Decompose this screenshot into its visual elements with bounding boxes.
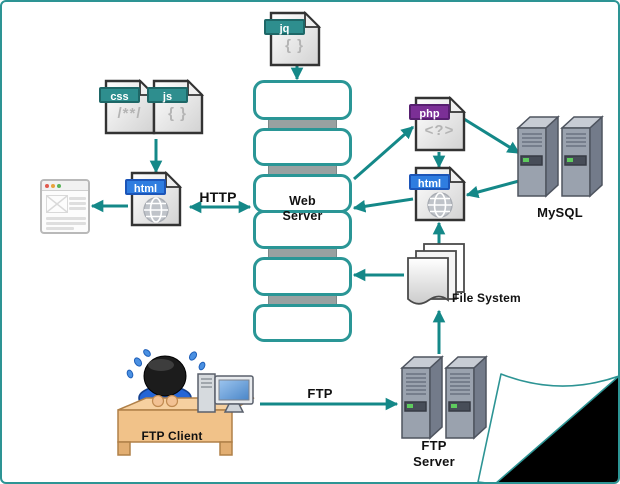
page-curl-fold	[477, 373, 618, 482]
php-file-icon: php <?>	[409, 95, 467, 153]
file-type-badge: html	[125, 179, 166, 195]
code-glyph: <?>	[424, 122, 455, 139]
image-placeholder-icon	[46, 195, 68, 213]
globe-icon	[427, 192, 453, 218]
ftp-client-label: FTP Client	[141, 429, 203, 443]
arrow-mysql-to-html	[465, 179, 520, 199]
web-server-slab	[253, 304, 352, 342]
file-type-badge: css	[99, 87, 140, 103]
web-server-slab	[253, 257, 352, 296]
ftp-server-label: FTP Server	[413, 438, 455, 469]
code-glyph: { }	[168, 105, 187, 122]
arrow-webserver-to-php	[353, 125, 414, 181]
ftp-server-icon	[400, 355, 488, 440]
file-type-badge: html	[409, 174, 450, 190]
text-line	[69, 197, 86, 200]
web-server-slab	[253, 210, 352, 249]
text-line	[46, 222, 86, 225]
file-system-label: File System	[452, 291, 521, 305]
close-dot-icon	[45, 183, 49, 188]
html-file-icon-right: html	[409, 165, 467, 223]
server-tower	[444, 355, 488, 440]
ftp-protocol-label: FTP	[307, 386, 333, 401]
globe-icon	[143, 197, 169, 223]
server-tower	[516, 115, 560, 198]
server-tower	[560, 115, 604, 198]
web-server-label: Web Server	[282, 194, 323, 223]
browser-titlebar	[42, 181, 88, 191]
http-protocol-label: HTTP	[199, 189, 237, 205]
file-type-badge: php	[409, 104, 450, 120]
mysql-label: MySQL	[537, 205, 583, 220]
arrow-php-to-mysql	[463, 117, 521, 155]
js-file-icon: js { }	[147, 78, 205, 136]
file-type-badge: js	[147, 87, 188, 103]
text-line	[46, 227, 74, 230]
web-server-node: Web Server	[253, 80, 352, 342]
jquery-file-icon: jq { }	[264, 10, 322, 68]
file-type-badge: jq	[264, 19, 305, 35]
desktop-computer-icon	[197, 373, 254, 413]
mysql-server-icon	[516, 115, 604, 198]
file-system-icon	[407, 243, 465, 305]
code-glyph: { }	[285, 37, 304, 54]
zoom-dot-icon	[57, 183, 61, 188]
browser-window-icon	[40, 179, 90, 234]
hands-icon	[151, 394, 179, 408]
text-line	[46, 217, 86, 220]
text-line	[69, 207, 86, 210]
web-server-slab	[253, 80, 352, 120]
sweat-drops-icon	[126, 349, 206, 379]
text-line	[69, 202, 86, 205]
ftp-client-icon	[117, 349, 255, 456]
server-tower	[400, 355, 444, 440]
arrow-html-to-webserver	[352, 197, 414, 213]
page-curl	[477, 373, 618, 482]
minimize-dot-icon	[51, 183, 55, 188]
code-glyph: /**/	[117, 105, 142, 122]
web-server-slab	[253, 128, 352, 166]
html-file-icon-left: html	[125, 170, 183, 228]
